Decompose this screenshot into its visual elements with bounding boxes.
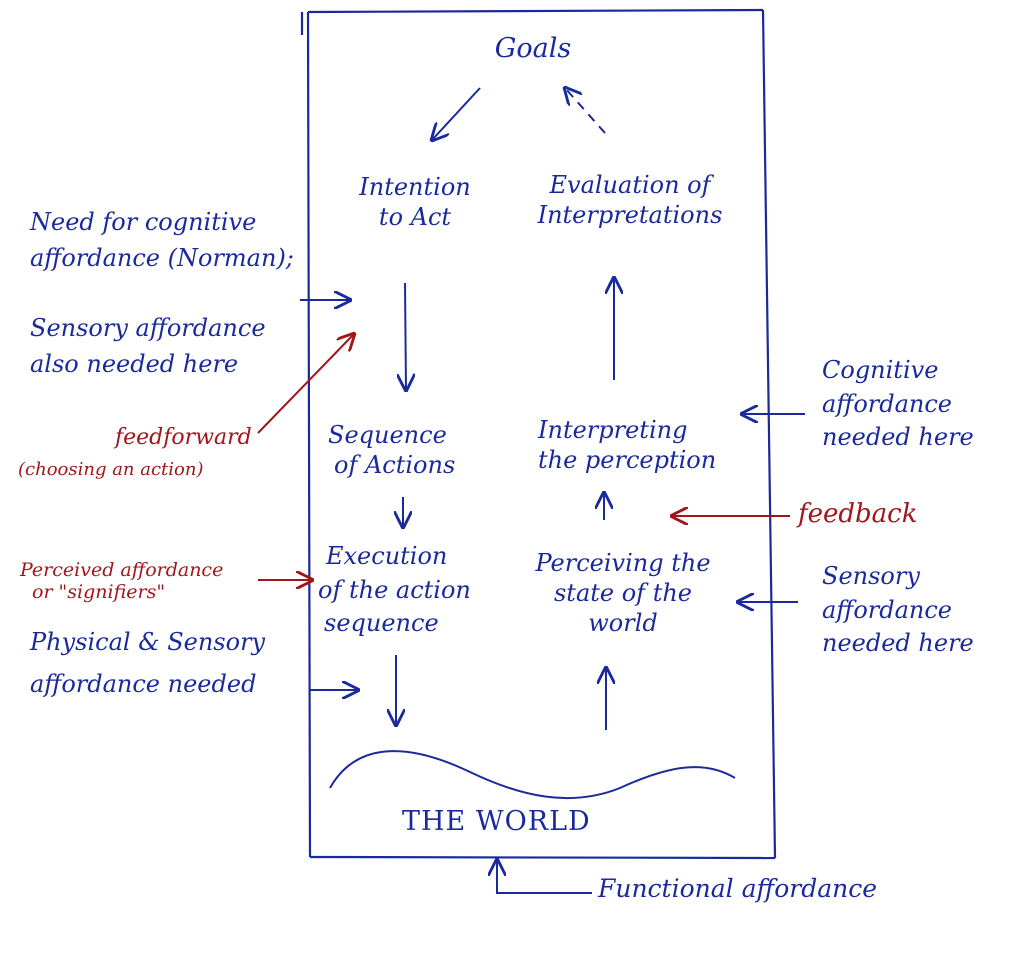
- execution-line-2: of the action: [318, 575, 471, 604]
- annotation-sensory-right-line-1: Sensory: [822, 562, 920, 590]
- annotation-perceived-line-1: Perceived affordance: [20, 559, 224, 581]
- annotation-functional: Functional affordance: [598, 874, 878, 903]
- arrow-intention-to-sequence: [405, 282, 406, 390]
- execution-line-1: Execution: [326, 542, 448, 570]
- perceiving-node: Perceiving the state of the world: [528, 548, 718, 638]
- execution-node: Execution of the action sequence: [318, 540, 471, 641]
- annotation-feedforward-note: (choosing an action): [18, 459, 204, 480]
- sequence-node: Sequence of Actions: [328, 420, 455, 480]
- frame: [300, 8, 777, 860]
- interpreting-line-1: Interpreting: [538, 416, 688, 444]
- world-label: THE WORLD: [402, 806, 591, 837]
- annotation-feedback: feedback: [798, 499, 918, 529]
- annotation-feedforward: feedforward: [115, 425, 252, 450]
- annotation-cognitive-right-line-2: affordance: [822, 389, 953, 418]
- annotation-sensory-also-line-2: also needed here: [30, 350, 239, 378]
- annotation-cognitive-norman-line-2: affordance (Norman);: [30, 244, 294, 272]
- arrow-goals-to-intention: [432, 87, 481, 140]
- annotation-cognitive-right: Cognitive affordance needed here: [822, 354, 974, 455]
- world-wave: [329, 750, 736, 800]
- annotation-cognitive-right-line-1: Cognitive: [822, 356, 939, 384]
- annotation-sensory-right-line-3: needed here: [822, 629, 974, 658]
- evaluation-node: Evaluation of Interpretations: [530, 170, 730, 230]
- execution-line-3: sequence: [324, 609, 439, 638]
- annotation-sensory-also-line-1: Sensory affordance: [30, 314, 266, 342]
- annotation-cognitive-norman: Need for cognitive affordance (Norman);: [30, 204, 294, 276]
- annotation-cognitive-right-line-3: needed here: [822, 423, 974, 452]
- sequence-line-1: Sequence: [328, 421, 447, 449]
- annotation-sensory-also: Sensory affordance also needed here: [30, 310, 266, 382]
- perceiving-line-1: Perceiving the: [535, 549, 711, 577]
- annotation-physical-sensory: Physical & Sensory affordance needed: [30, 617, 265, 710]
- interpreting-line-2: the perception: [538, 446, 717, 474]
- annotation-perceived-line-2: or "signifiers": [32, 580, 166, 603]
- sequence-line-2: of Actions: [334, 451, 456, 479]
- evaluation-line-2: Interpretations: [537, 201, 723, 229]
- annotation-physical-sensory-line-1: Physical & Sensory: [30, 628, 266, 656]
- interpreting-node: Interpreting the perception: [538, 415, 716, 475]
- annotation-sensory-right-line-2: affordance: [822, 595, 953, 624]
- intention-line-2: to Act: [378, 203, 452, 231]
- arrow-evaluation-to-goals: [565, 88, 606, 134]
- evaluation-line-1: Evaluation of: [549, 171, 711, 199]
- annotation-cognitive-norman-line-1: Need for cognitive: [30, 208, 257, 236]
- perceiving-line-3: world: [588, 609, 658, 637]
- arrow-feedforward: [257, 334, 354, 434]
- perceiving-line-2: state of the: [553, 579, 692, 607]
- intention-line-1: Intention: [359, 173, 471, 201]
- annotation-perceived: Perceived affordance or "signifiers": [20, 559, 224, 604]
- intention-node: Intention to Act: [345, 172, 485, 232]
- arrow-functional: [497, 860, 592, 894]
- annotation-physical-sensory-line-2: affordance needed: [30, 670, 257, 699]
- annotation-sensory-right: Sensory affordance needed here: [822, 560, 974, 661]
- goals-node: Goals: [494, 33, 572, 64]
